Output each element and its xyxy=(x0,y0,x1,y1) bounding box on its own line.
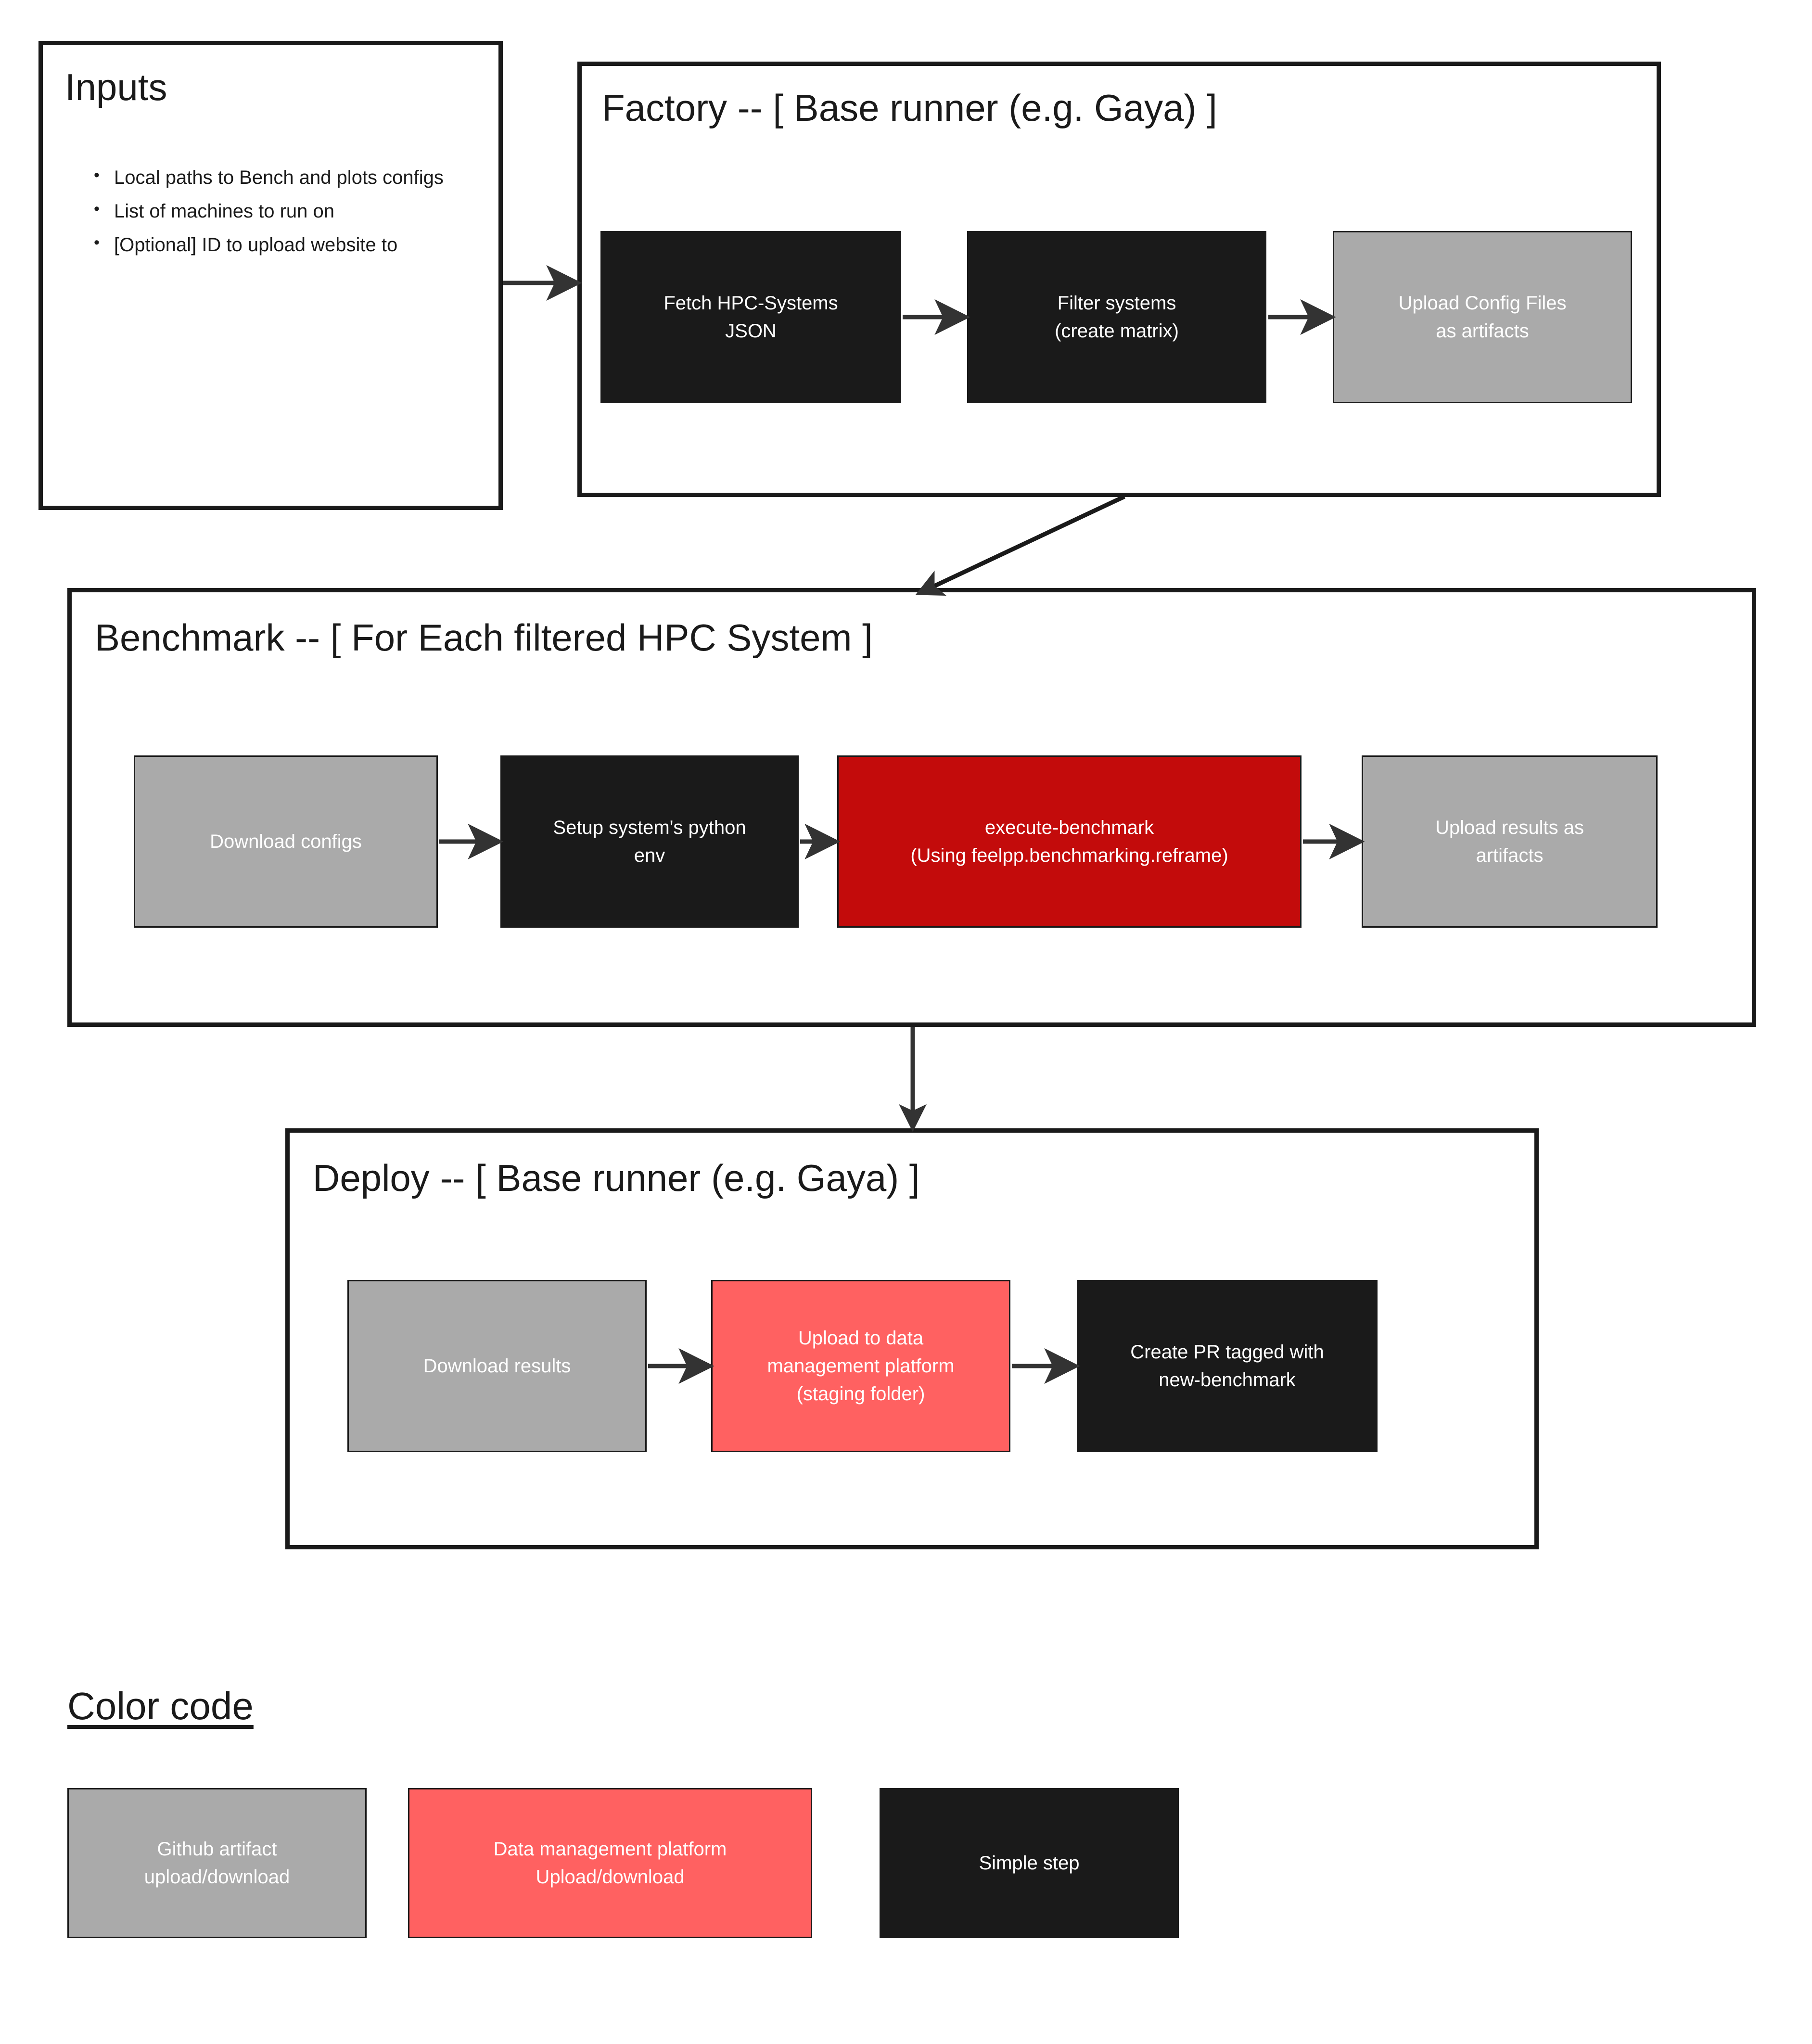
inputs-container: Inputs Local paths to Bench and plots co… xyxy=(38,41,503,510)
arrow-factory-to-benchmark xyxy=(915,494,1125,596)
step-download-results[interactable]: Download results xyxy=(347,1280,647,1452)
list-item: [Optional] ID to upload website to xyxy=(91,234,444,255)
list-item: List of machines to run on xyxy=(91,201,444,221)
legend-title: Color code xyxy=(67,1685,254,1727)
step-execute-benchmark[interactable]: execute-benchmark(Using feelpp.benchmark… xyxy=(837,755,1302,928)
factory-title: Factory -- [ Base runner (e.g. Gaya) ] xyxy=(602,87,1217,129)
step-download-configs[interactable]: Download configs xyxy=(134,755,438,928)
legend-item-simple-step: Simple step xyxy=(880,1788,1179,1938)
deploy-title: Deploy -- [ Base runner (e.g. Gaya) ] xyxy=(313,1157,920,1199)
step-filter-systems[interactable]: Filter systems(create matrix) xyxy=(967,231,1266,403)
inputs-bullet-list: Local paths to Bench and plots configs L… xyxy=(91,167,444,269)
inputs-title: Inputs xyxy=(65,66,167,108)
list-item: Local paths to Bench and plots configs xyxy=(91,167,444,187)
benchmark-title: Benchmark -- [ For Each filtered HPC Sys… xyxy=(95,616,873,659)
